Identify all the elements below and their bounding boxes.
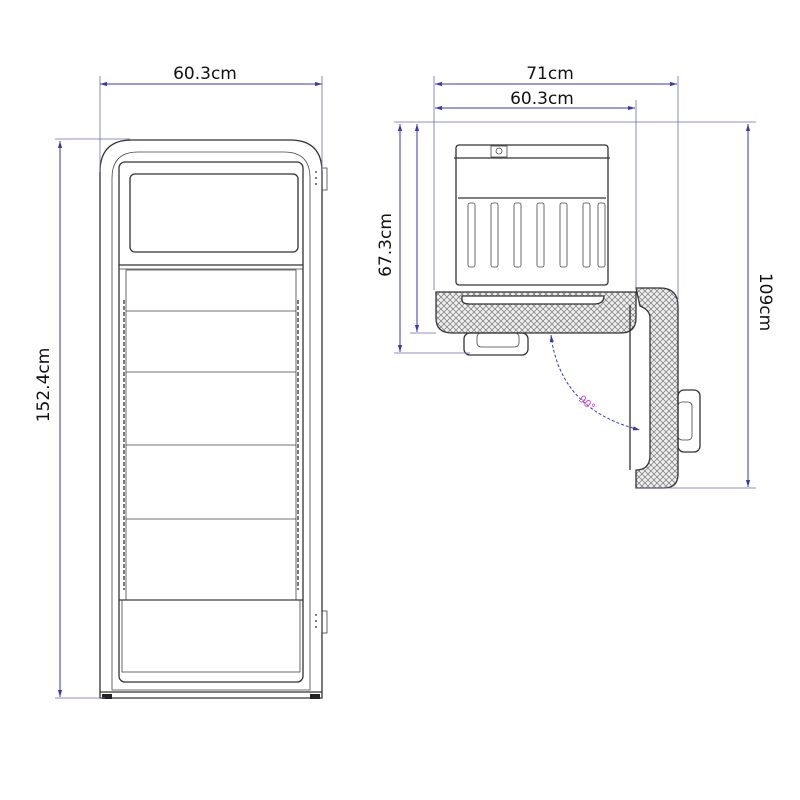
shelf-area bbox=[125, 269, 297, 601]
top-body-width-label: 60.3cm bbox=[510, 89, 574, 109]
insulated-body-section bbox=[435, 291, 637, 334]
shelf-rails bbox=[123, 300, 299, 590]
body-handle bbox=[463, 332, 529, 356]
display-panel bbox=[129, 173, 299, 253]
door-section-open bbox=[635, 287, 679, 489]
door-swing-arc bbox=[549, 334, 641, 431]
basket-slots bbox=[467, 202, 606, 268]
crisper-drawer bbox=[121, 599, 301, 673]
foot-left bbox=[102, 694, 112, 699]
top-shelf-box bbox=[455, 144, 609, 286]
door-handle bbox=[677, 389, 701, 453]
foot-right bbox=[310, 694, 320, 699]
top-open-depth-label: 109cm bbox=[755, 273, 775, 331]
fridge-door-frame bbox=[111, 151, 311, 691]
door-angle-label: 90° bbox=[576, 394, 597, 414]
front-height-label: 152.4cm bbox=[34, 348, 54, 423]
fridge-inner-frame bbox=[118, 161, 304, 683]
top-depth-label: 67.3cm bbox=[376, 213, 396, 277]
hinge-bottom bbox=[321, 610, 328, 634]
front-width-label: 60.3cm bbox=[173, 64, 237, 84]
top-overall-width-label: 71cm bbox=[526, 64, 574, 84]
front-view: 60.3cm 152.4cm bbox=[34, 64, 328, 699]
fridge-outer-body bbox=[99, 139, 323, 699]
top-view: 90° 71cm 60.3cm 67.3cm 109cm bbox=[376, 64, 775, 489]
hinge-top bbox=[321, 167, 328, 191]
